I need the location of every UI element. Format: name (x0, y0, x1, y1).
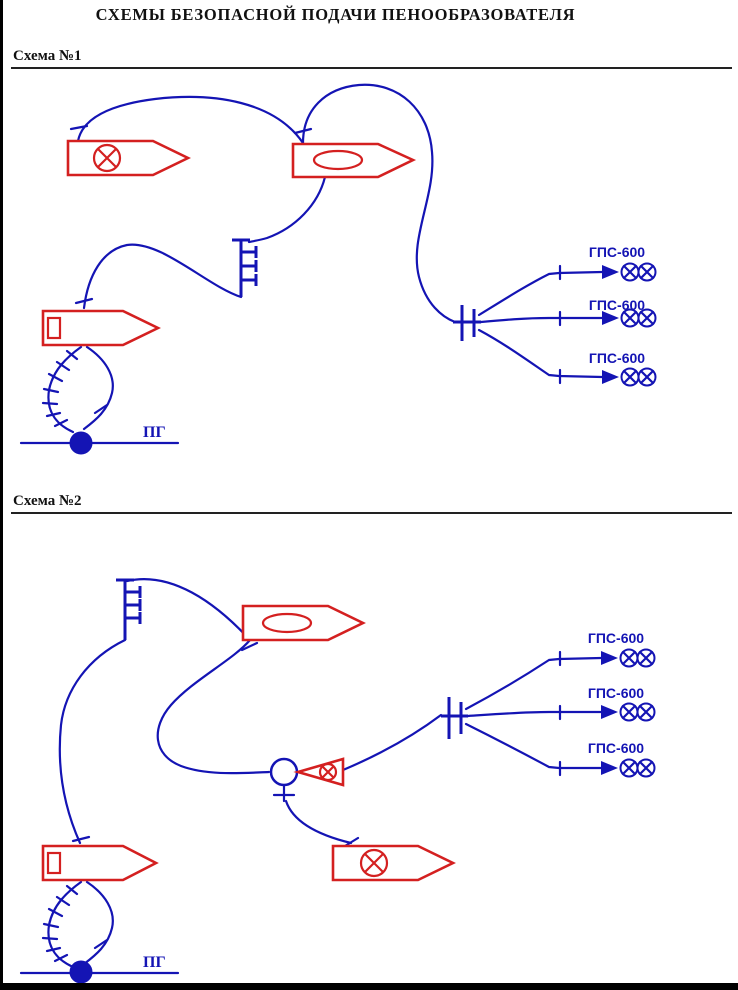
manifold-comb (232, 238, 258, 297)
suction-hose-hatch-ticks (41, 884, 79, 963)
hose-tanker-loop-to-collector (301, 83, 457, 324)
diagram-canvas: ПГ ГПС-600 ГПС-600 (19, 83, 657, 984)
hose-connection-ticks (69, 124, 313, 415)
page-bottom-border (3, 983, 738, 990)
generator-label-2: ГПС-600 (588, 685, 644, 701)
foam-truck (66, 139, 191, 177)
collector-symbol (441, 697, 468, 739)
generator-label-3: ГПС-600 (589, 350, 645, 366)
hose-manifold-to-pumptruck (82, 243, 243, 310)
foam-generator-1 (619, 648, 656, 668)
generator-label-1: ГПС-600 (589, 244, 645, 260)
branch-line-3 (477, 328, 604, 379)
suction-hose-loop (82, 880, 114, 966)
hose-manifold-to-pumptruck (58, 638, 127, 845)
branch-line-1 (464, 656, 603, 711)
suction-hose-hatch-ticks (41, 349, 79, 428)
foam-generator-2 (619, 702, 656, 722)
foam-generator-2 (620, 308, 657, 328)
pump-truck (41, 844, 159, 882)
scheme2-diagram: ПГ ГПС-600 ГПС-600 (19, 578, 656, 984)
hose-tanker-to-manifold (247, 175, 327, 244)
foam-mixer (269, 757, 345, 803)
flow-arrow-2 (601, 705, 618, 719)
hose-tanker-to-mixer (156, 638, 271, 775)
scheme2-heading: Схема №2 (13, 493, 82, 509)
foam-generator-3 (619, 758, 656, 778)
generator-label-2: ГПС-600 (589, 297, 645, 313)
foam-generator-3 (620, 367, 657, 387)
suction-hose-hatched (47, 880, 83, 969)
hose-connection-ticks (71, 641, 360, 950)
hydrant-label: ПГ (143, 424, 166, 441)
scheme1-heading: Схема №1 (13, 48, 82, 64)
hydrant-symbol (69, 960, 93, 984)
scheme1-diagram: ПГ ГПС-600 ГПС-600 (19, 83, 657, 455)
foam-generator-1 (620, 262, 657, 282)
page-title: СХЕМЫ БЕЗОПАСНОЙ ПОДАЧИ ПЕНООБРАЗОВАТЕЛЯ (95, 5, 576, 24)
hose-mixer-to-collector (341, 713, 443, 772)
suction-hose-hatched (47, 345, 83, 434)
foam-truck (331, 844, 456, 882)
collector-symbol (453, 305, 481, 341)
suction-hose-loop (82, 345, 114, 431)
flow-arrow-1 (602, 265, 619, 279)
generator-label-3: ГПС-600 (588, 740, 644, 756)
hose-mixer-to-foamtruck (284, 799, 353, 845)
pump-truck (41, 309, 161, 347)
scheme2-rule (11, 512, 732, 514)
hose-foamtruck-to-tanker (76, 95, 305, 145)
tanker-truck (291, 142, 417, 179)
hose-manifold-to-tanker (125, 578, 252, 642)
hydrant-label: ПГ (143, 954, 166, 971)
flow-arrow-3 (601, 761, 618, 775)
hydrant-symbol (69, 431, 93, 455)
scheme1-rule (11, 67, 732, 69)
manifold-comb (116, 578, 142, 640)
branch-line-2 (466, 710, 603, 718)
branch-line-2 (479, 316, 604, 324)
flow-arrow-2 (602, 311, 619, 325)
branch-line-3 (464, 722, 603, 770)
flow-arrow-1 (601, 651, 618, 665)
flow-arrow-3 (602, 370, 619, 384)
tanker-truck (241, 604, 366, 642)
branch-line-1 (477, 270, 604, 317)
generator-label-1: ГПС-600 (588, 630, 644, 646)
